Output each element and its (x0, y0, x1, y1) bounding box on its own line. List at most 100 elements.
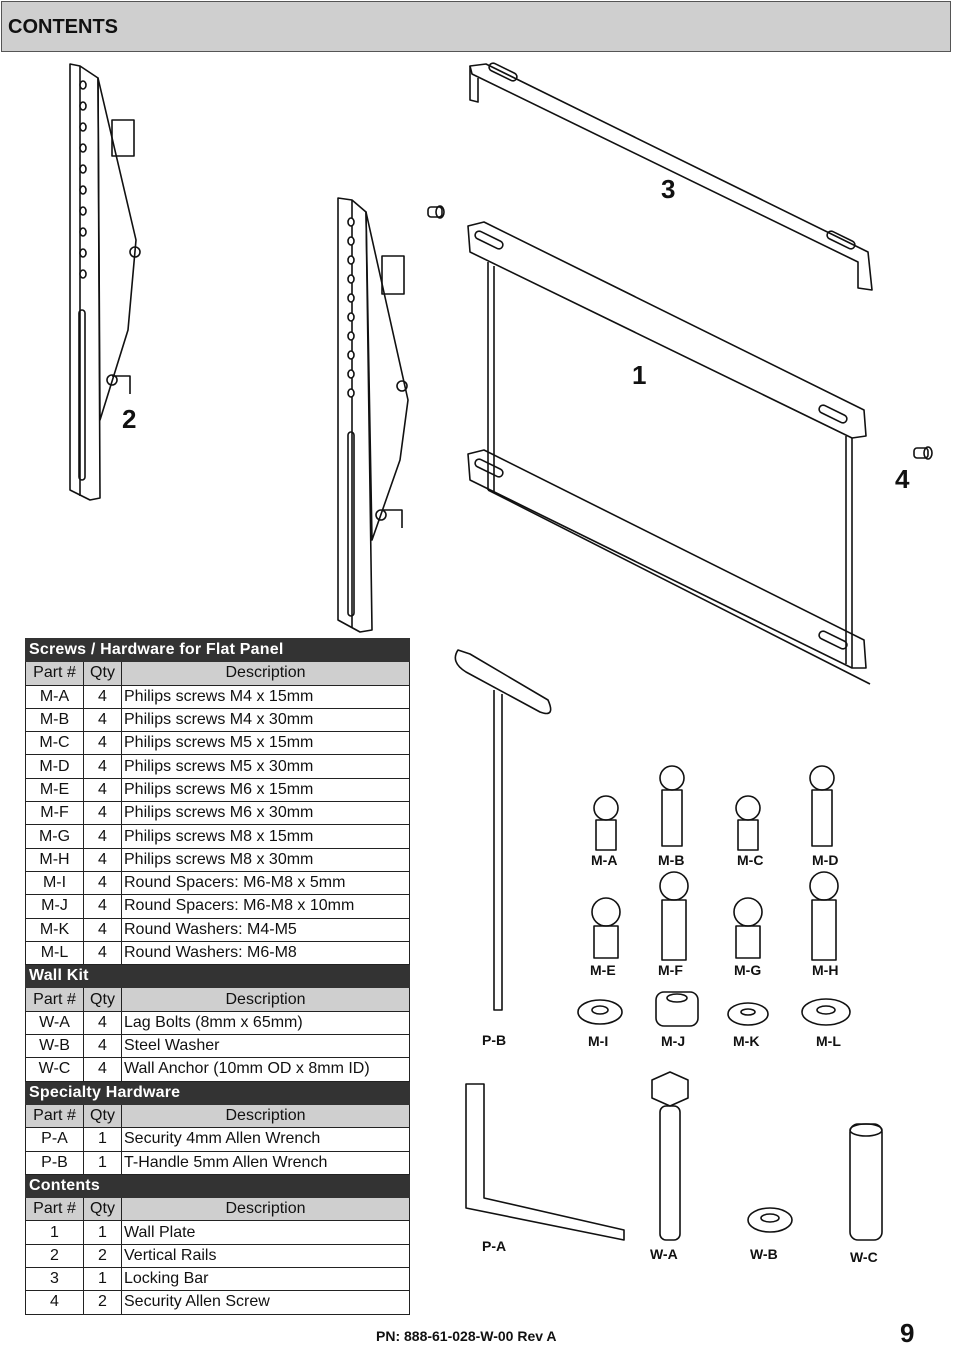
label-mk: M-K (733, 1033, 760, 1049)
part-cell: P-A (25, 1127, 84, 1152)
qty-cell: 4 (83, 731, 122, 756)
description-cell: Philips screws M8 x 15mm (120, 824, 411, 849)
col-desc-header: Description (120, 987, 411, 1012)
wall-plate-drawing (467, 221, 871, 685)
description-cell: Lag Bolts (8mm x 65mm) (120, 1010, 411, 1036)
part-cell: M-C (25, 731, 84, 756)
qty-cell: 4 (83, 754, 122, 779)
t-handle-wrench-drawing (454, 649, 552, 1011)
part-cell: M-K (25, 917, 84, 942)
part-cell: 4 (25, 1290, 84, 1315)
description-cell: Philips screws M4 x 15mm (120, 684, 411, 709)
part-3-label: 3 (661, 174, 676, 204)
part-1-label: 1 (632, 360, 647, 390)
qty-cell: 2 (83, 1290, 122, 1315)
col-part-header: Part # (25, 1103, 84, 1129)
part-cell: P-B (25, 1150, 84, 1175)
part-cell: M-L (25, 940, 84, 966)
l-wrench-drawing (465, 1083, 625, 1241)
vertical-rail-drawing (69, 63, 141, 501)
description-cell: Steel Washer (120, 1034, 411, 1059)
part-cell: M-I (25, 870, 84, 896)
qty-cell: 2 (83, 1243, 122, 1269)
description-cell: T-Handle 5mm Allen Wrench (120, 1150, 411, 1175)
qty-cell: 4 (83, 940, 122, 966)
description-cell: Philips screws M4 x 30mm (120, 707, 411, 733)
col-part-header: Part # (25, 661, 84, 686)
description-cell: Philips screws M8 x 30mm (120, 847, 411, 872)
page-number: 9 (900, 1318, 915, 1348)
label-me: M-E (590, 962, 616, 978)
flat-panel-screws-drawing (577, 765, 851, 1027)
qty-cell: 1 (83, 1150, 122, 1175)
label-wa: W-A (650, 1246, 678, 1262)
vertical-rail-drawing-2 (337, 197, 409, 633)
label-mc: M-C (737, 852, 764, 868)
part-cell: M-A (25, 684, 84, 709)
part-cell: 3 (25, 1267, 84, 1292)
description-cell: Locking Bar (120, 1267, 411, 1292)
section-heading: Wall Kit (24, 964, 411, 989)
section-heading: Specialty Hardware (24, 1080, 411, 1105)
part-2-label: 2 (122, 404, 137, 434)
security-screw-drawing (427, 205, 933, 460)
label-mh: M-H (812, 962, 839, 978)
label-pa: P-A (482, 1238, 507, 1254)
section-heading: Contents (24, 1173, 411, 1199)
qty-cell: 4 (83, 917, 122, 942)
col-part-header: Part # (25, 987, 84, 1012)
qty-cell: 4 (83, 824, 122, 849)
qty-cell: 1 (83, 1267, 122, 1292)
description-cell: Security 4mm Allen Wrench (120, 1127, 411, 1152)
qty-cell: 4 (83, 1057, 122, 1082)
section-heading-row: Contents (24, 1173, 411, 1199)
qty-cell: 4 (83, 801, 122, 826)
qty-cell: 4 (83, 1034, 122, 1059)
section-heading-row: Specialty Hardware (24, 1080, 411, 1105)
description-cell: Philips screws M5 x 30mm (120, 754, 411, 779)
part-cell: M-D (25, 754, 84, 779)
description-cell: Security Allen Screw (120, 1290, 411, 1315)
qty-cell: 1 (83, 1127, 122, 1152)
col-part-header: Part # (25, 1197, 84, 1222)
col-qty-header: Qty (83, 661, 122, 686)
qty-cell: 4 (83, 870, 122, 896)
qty-cell: 4 (83, 777, 122, 803)
description-cell: Round Washers: M6-M8 (120, 940, 411, 966)
description-cell: Round Washers: M4-M5 (120, 917, 411, 942)
part-cell: W-A (25, 1010, 84, 1036)
col-desc-header: Description (120, 1197, 411, 1222)
label-wc: W-C (850, 1249, 878, 1265)
part-cell: M-H (25, 847, 84, 872)
col-qty-header: Qty (83, 1103, 122, 1129)
description-cell: Philips screws M6 x 15mm (120, 777, 411, 803)
description-cell: Round Spacers: M6-M8 x 10mm (120, 894, 411, 919)
qty-cell: 4 (83, 707, 122, 733)
qty-cell: 4 (83, 684, 122, 709)
section-header: CONTENTS (1, 1, 951, 52)
section-heading: Screws / Hardware for Flat Panel (24, 637, 411, 663)
